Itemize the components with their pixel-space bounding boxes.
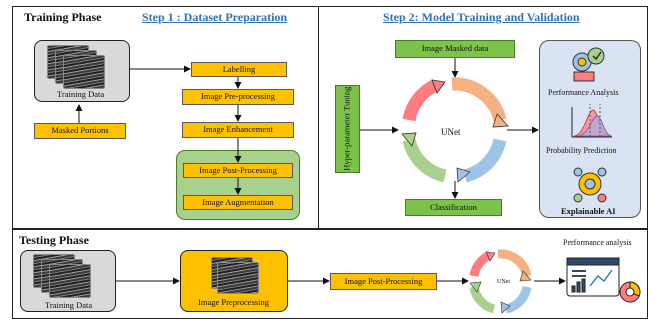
ultrasound-image	[217, 262, 259, 294]
explainable-ai-label: Explainable AI	[561, 206, 616, 216]
image-masked-data-box[interactable]: Image Masked data	[395, 40, 515, 58]
unet-label: UNet	[441, 127, 461, 137]
labelling-box[interactable]: Labelling	[191, 62, 287, 77]
hyper-parameter-tuning-box[interactable]: Hyper-parameter Tuning	[335, 85, 360, 173]
training-data-label: Training Data	[57, 89, 105, 99]
test-training-data-label: Training Data	[45, 300, 93, 310]
ultrasound-image	[63, 55, 105, 89]
test-image-post-processing-box[interactable]: Image Post-Processing	[330, 273, 437, 290]
ultrasound-image	[49, 264, 91, 298]
classification-box[interactable]: Classification	[405, 199, 502, 216]
probability-prediction-label: Probability Prediction	[546, 146, 617, 155]
performance-analysis-icon	[572, 47, 605, 82]
image-post-processing-box[interactable]: Image Post-Processing	[183, 163, 293, 178]
connector-arrows	[75, 58, 566, 285]
testing-phase-title: Testing Phase	[19, 233, 89, 247]
test-unet-label: UNet	[497, 279, 510, 285]
explainable-ai-icon	[573, 167, 607, 203]
test-unet-cycle	[469, 249, 532, 314]
performance-analysis-label: Performance Analysis	[548, 88, 619, 97]
unet-cycle	[401, 77, 509, 183]
testing-phase-panel	[12, 229, 648, 319]
image-augmentation-box[interactable]: Image Augmentation	[183, 195, 293, 210]
training-phase-title: Training Phase	[24, 10, 102, 24]
masked-portions-box[interactable]: Masked Portions	[34, 123, 126, 139]
image-enhancement-box[interactable]: Image Enhancement	[182, 122, 294, 138]
test-image-preprocessing-label: Image Preprocessing	[198, 297, 270, 307]
test-performance-label: Performance analysis	[563, 238, 632, 247]
step2-panel	[318, 6, 648, 229]
image-preprocessing-box[interactable]: Image Pre-processing	[182, 89, 294, 105]
dashboard-icon	[566, 257, 641, 303]
step1-title[interactable]: Step 1 : Dataset Preparation	[142, 10, 288, 24]
step2-title[interactable]: Step 2: Model Training and Validation	[383, 10, 580, 24]
probability-curve-icon	[571, 104, 613, 138]
